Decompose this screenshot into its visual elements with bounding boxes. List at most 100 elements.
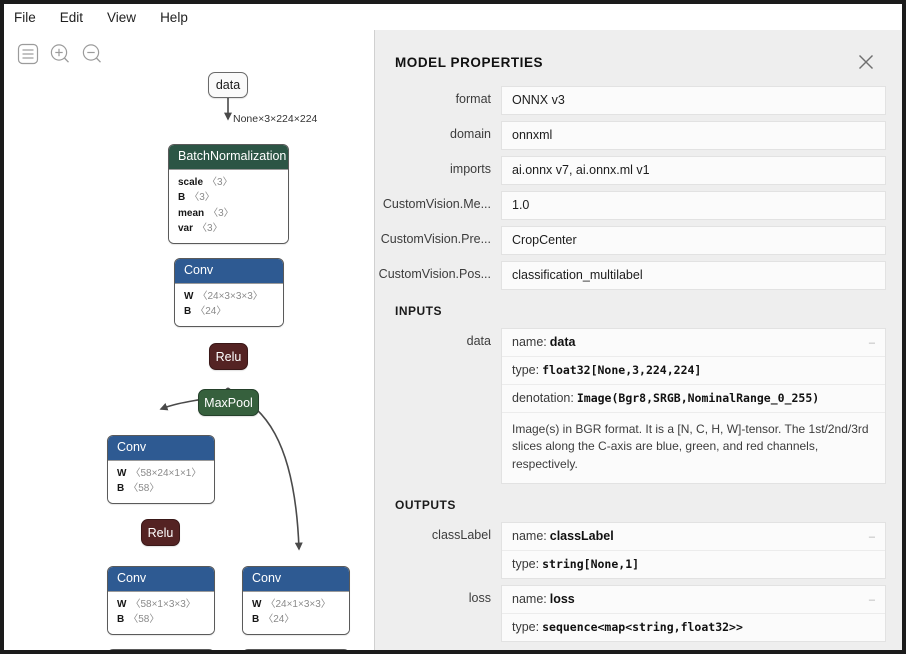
output-type-key: type: bbox=[512, 557, 540, 572]
menu-item-file[interactable]: File bbox=[14, 9, 36, 25]
attr-value: 〈24〉 bbox=[263, 614, 295, 625]
attr-key: W bbox=[117, 467, 127, 479]
node-attributes: W〈58×1×3×3〉 B〈58〉 bbox=[108, 590, 214, 634]
output-row-loss: loss name:loss – type:sequence<map<strin… bbox=[375, 585, 894, 643]
node-attribute-row: var〈3〉 bbox=[178, 221, 279, 237]
collapse-toggle-icon[interactable]: – bbox=[868, 594, 875, 607]
input-description: Image(s) in BGR format. It is a [N, C, H… bbox=[512, 422, 869, 471]
property-row-imports: imports ai.onnx v7, ai.onnx.ml v1 bbox=[375, 156, 894, 185]
graph-node-relu-1[interactable]: Relu bbox=[209, 343, 248, 370]
attr-key: W bbox=[252, 598, 262, 610]
input-card: name:data – type:float32[None,3,224,224]… bbox=[501, 328, 886, 485]
node-title: Conv bbox=[108, 567, 214, 591]
node-title: BatchNormalization bbox=[169, 145, 288, 169]
property-label: CustomVision.Pre... bbox=[380, 232, 491, 246]
property-value[interactable]: ai.onnx v7, ai.onnx.ml v1 bbox=[501, 156, 886, 185]
attr-key: B bbox=[252, 614, 260, 625]
output-type-key: type: bbox=[512, 620, 540, 635]
output-name-value: loss bbox=[549, 592, 575, 607]
model-properties-list: format ONNX v3 domain onnxml imports ai.… bbox=[375, 86, 894, 290]
property-row-format: format ONNX v3 bbox=[375, 86, 894, 115]
graph-pane[interactable]: data None×3×224×224 BatchNormalization s… bbox=[4, 30, 362, 650]
pane-splitter[interactable] bbox=[362, 30, 375, 650]
attr-value: 〈3〉 bbox=[207, 176, 233, 188]
input-name-key: name: bbox=[512, 335, 547, 349]
property-label: format bbox=[455, 92, 491, 106]
input-type-line: type:float32[None,3,224,224] bbox=[502, 357, 885, 385]
attr-key: B bbox=[117, 483, 125, 494]
graph-node-conv-5[interactable]: Conv bbox=[107, 649, 215, 650]
collapse-toggle-icon[interactable]: – bbox=[868, 337, 875, 349]
property-value[interactable]: classification_multilabel bbox=[501, 261, 886, 290]
menu-item-edit[interactable]: Edit bbox=[59, 9, 84, 25]
section-title-outputs: OUTPUTS bbox=[395, 498, 456, 513]
page-title: MODEL PROPERTIES bbox=[395, 54, 544, 70]
graph-toolbar bbox=[16, 42, 104, 66]
input-denotation-value: Image(Bgr8,SRGB,NominalRange_0_255) bbox=[576, 391, 820, 405]
output-name-line: name:loss – bbox=[502, 586, 885, 615]
property-value[interactable]: ONNX v3 bbox=[501, 86, 886, 115]
node-attribute-row: mean〈3〉 bbox=[178, 206, 279, 222]
output-label: loss bbox=[468, 591, 491, 606]
node-title: Relu bbox=[147, 525, 174, 540]
zoom-in-icon[interactable] bbox=[48, 42, 72, 66]
node-title: Conv bbox=[175, 259, 283, 283]
collapse-toggle-icon[interactable]: – bbox=[868, 531, 875, 544]
input-row-data: data name:data – type:float32[None,3,224… bbox=[375, 328, 894, 485]
zoom-out-icon[interactable] bbox=[80, 42, 104, 66]
graph-node-conv-1[interactable]: Conv W〈24×3×3×3〉 B〈24〉 bbox=[174, 258, 284, 327]
graph-node-conv-6[interactable]: Conv bbox=[242, 649, 350, 650]
graph-node-relu-2[interactable]: Relu bbox=[141, 519, 180, 546]
node-title: Conv bbox=[243, 567, 349, 591]
attr-value: 〈58×1×3×3〉 bbox=[130, 598, 196, 610]
property-row-domain: domain onnxml bbox=[375, 121, 894, 150]
node-attribute-row: B〈24〉 bbox=[184, 304, 274, 320]
attr-key: scale bbox=[178, 176, 204, 188]
node-attribute-row: B〈58〉 bbox=[117, 612, 205, 628]
close-icon[interactable] bbox=[856, 52, 876, 72]
attr-value: 〈58〉 bbox=[128, 483, 160, 494]
graph-node-conv-2[interactable]: Conv W〈58×24×1×1〉 B〈58〉 bbox=[107, 435, 215, 504]
node-attributes: W〈24×1×3×3〉 B〈24〉 bbox=[243, 590, 349, 634]
graph-node-data[interactable]: data bbox=[208, 72, 248, 98]
output-name-value: classLabel bbox=[549, 529, 614, 544]
property-row-customvision-postprocess: CustomVision.Pos... classification_multi… bbox=[375, 261, 894, 290]
edge-label-input-shape: None×3×224×224 bbox=[233, 113, 318, 125]
node-attribute-row: W〈24×1×3×3〉 bbox=[252, 597, 340, 613]
output-type-line: type:sequence<map<string,float32>> bbox=[502, 614, 885, 641]
input-name-line: name:data – bbox=[502, 329, 885, 357]
node-title: data bbox=[215, 78, 241, 92]
property-label: CustomVision.Me... bbox=[382, 197, 491, 211]
input-type-value: float32[None,3,224,224] bbox=[542, 363, 702, 377]
node-attribute-row: W〈24×3×3×3〉 bbox=[184, 289, 274, 305]
attr-value: 〈3〉 bbox=[189, 192, 215, 203]
attr-value: 〈58×24×1×1〉 bbox=[130, 467, 202, 479]
node-attribute-row: B〈58〉 bbox=[117, 481, 205, 497]
attr-value: 〈24×1×3×3〉 bbox=[265, 598, 331, 610]
graph-node-maxpool[interactable]: MaxPool bbox=[198, 389, 259, 416]
node-title: Relu bbox=[215, 349, 242, 364]
property-label: imports bbox=[450, 162, 491, 176]
property-value[interactable]: 1.0 bbox=[501, 191, 886, 220]
graph-node-conv-4[interactable]: Conv W〈24×1×3×3〉 B〈24〉 bbox=[242, 566, 350, 635]
property-value[interactable]: CropCenter bbox=[501, 226, 886, 255]
input-name-value: data bbox=[549, 335, 576, 349]
attr-value: 〈58〉 bbox=[128, 614, 160, 625]
sidebar-toggle-icon[interactable] bbox=[16, 42, 40, 66]
attr-key: var bbox=[178, 223, 194, 234]
output-name-key: name: bbox=[512, 529, 547, 544]
output-card: name:loss – type:sequence<map<string,flo… bbox=[501, 585, 886, 643]
property-label: domain bbox=[450, 127, 491, 141]
node-title: MaxPool bbox=[204, 395, 253, 410]
section-title-inputs: INPUTS bbox=[395, 304, 443, 318]
menu-item-help[interactable]: Help bbox=[160, 9, 188, 25]
node-attribute-row: scale〈3〉 bbox=[178, 175, 279, 191]
output-name-line: name:classLabel – bbox=[502, 523, 885, 552]
property-value[interactable]: onnxml bbox=[501, 121, 886, 150]
attr-key: B bbox=[184, 306, 192, 317]
graph-node-batchnormalization[interactable]: BatchNormalization scale〈3〉 B〈3〉 mean〈3〉… bbox=[168, 144, 289, 244]
output-row-classlabel: classLabel name:classLabel – type:string… bbox=[375, 522, 894, 580]
graph-node-conv-3[interactable]: Conv W〈58×1×3×3〉 B〈58〉 bbox=[107, 566, 215, 635]
menu-item-view[interactable]: View bbox=[107, 9, 137, 25]
